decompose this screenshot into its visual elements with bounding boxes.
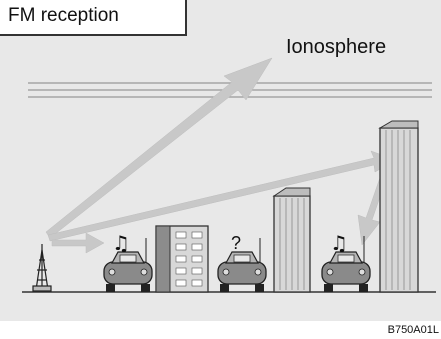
signal-arrows [45, 57, 397, 254]
question-mark-icon: ? [231, 233, 241, 253]
ionosphere-label: Ionosphere [286, 36, 387, 58]
figure-code: B750A01L [387, 324, 439, 336]
diagram-title: FM reception [8, 5, 119, 26]
arrow-to-ionosphere [45, 57, 273, 239]
music-note-icon-car3: ♫ [330, 231, 348, 255]
building-middle [155, 225, 209, 293]
car-receiving-direct [103, 238, 153, 292]
building-tallest-right [378, 120, 419, 293]
transmitter-tower [32, 244, 52, 292]
car-receiving-reflected [321, 236, 371, 292]
arrow-to-first-car [51, 232, 105, 254]
building-tall-left [272, 187, 311, 293]
title-box: FM reception [0, 0, 187, 36]
car-in-shadow [217, 238, 267, 292]
music-note-icon-car1: ♫ [112, 231, 130, 255]
